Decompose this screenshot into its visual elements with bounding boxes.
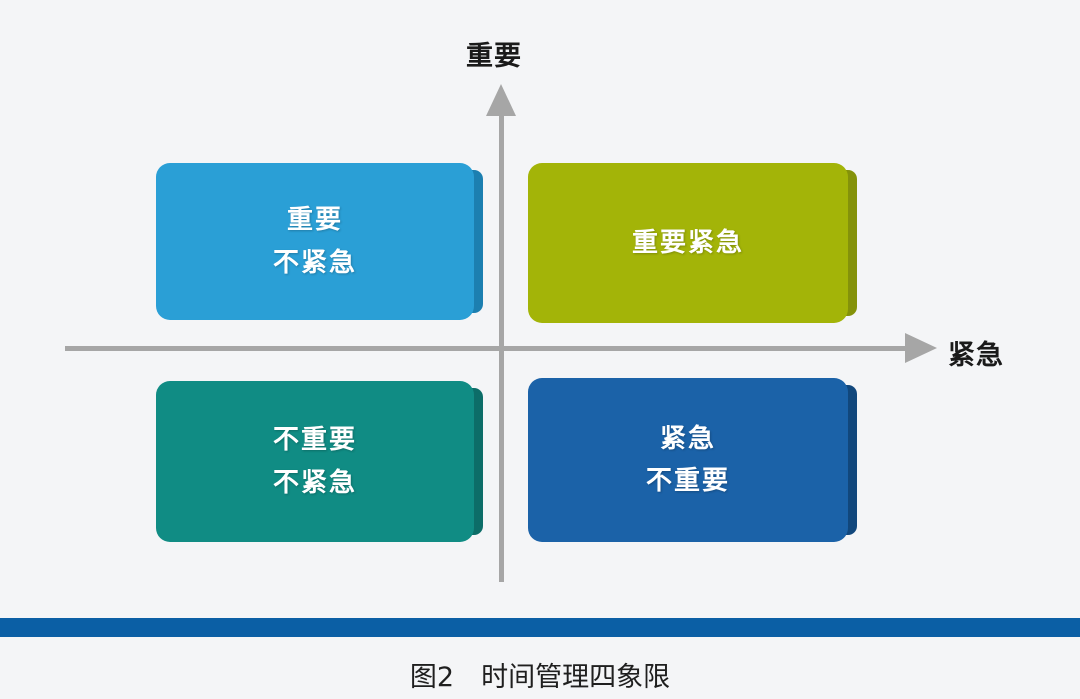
- quadrant-label-line: 不紧急: [272, 247, 357, 278]
- quadrant-face: [528, 163, 848, 323]
- figure-caption: 图2 时间管理四象限: [409, 662, 671, 693]
- bottom-accent-bar: [0, 618, 1080, 637]
- quadrant-important-urgent[interactable]: 重要紧急: [528, 163, 857, 323]
- quadrant-not-important-not-urgent[interactable]: 不重要 不紧急: [156, 381, 483, 542]
- quadrant-important-not-urgent[interactable]: 重要 不紧急: [156, 163, 483, 320]
- quadrant-face: [528, 378, 848, 542]
- vertical-axis-line: [499, 110, 504, 582]
- quadrant-label-line: 重要: [286, 205, 343, 236]
- quadrant-face: [156, 163, 474, 320]
- quadrant-label: 紧急 不重要: [646, 418, 730, 502]
- quadrant-label-line: 不重要: [272, 425, 357, 456]
- quadrant-label-line: 不重要: [645, 466, 730, 496]
- quadrant-face: [156, 381, 474, 542]
- quadrant-label: 重要紧急: [632, 222, 744, 264]
- arrow-right-icon: [905, 333, 937, 363]
- arrow-up-icon: [486, 84, 516, 116]
- quadrant-label: 重要 不紧急: [273, 199, 357, 283]
- quadrant-label-line: 重要紧急: [631, 227, 744, 258]
- horizontal-axis-line: [65, 346, 917, 351]
- vertical-axis-label: 重要: [466, 41, 522, 72]
- quadrant-label: 不重要 不紧急: [273, 419, 357, 503]
- quadrant-label-line: 不紧急: [272, 467, 357, 498]
- quadrant-urgent-not-important[interactable]: 紧急 不重要: [528, 378, 857, 542]
- horizontal-axis-label: 紧急: [948, 340, 1004, 371]
- quadrant-label-line: 紧急: [659, 423, 716, 454]
